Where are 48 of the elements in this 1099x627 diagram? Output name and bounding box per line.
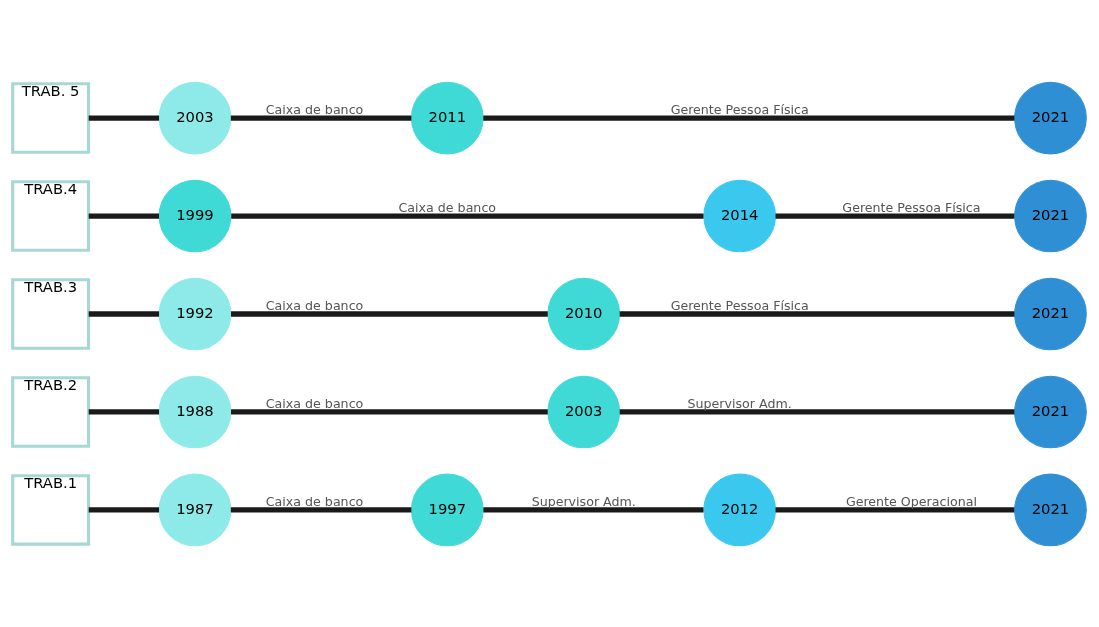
connector — [483, 114, 1015, 121]
connector — [88, 408, 160, 415]
edge-label: Gerente Pessoa Física — [670, 297, 809, 313]
edge-label: Caixa de banco — [398, 199, 497, 215]
node-circle: 2003 — [158, 81, 232, 154]
node-circle: 1997 — [410, 473, 484, 546]
node-circle: 1999 — [158, 179, 232, 252]
edge-label: Gerente Operacional — [845, 493, 977, 509]
connector — [88, 310, 160, 317]
node-circle: 2021 — [1014, 81, 1087, 154]
connector — [88, 114, 160, 121]
connector — [88, 212, 160, 219]
node-box: TRAB.2 — [11, 375, 91, 448]
edge-label: Caixa de banco — [265, 101, 364, 117]
node-box: TRAB.4 — [11, 179, 91, 252]
edge-label: Caixa de banco — [265, 395, 364, 411]
edge-label: Gerente Pessoa Física — [670, 101, 809, 117]
node-box: TRAB. 5 — [11, 81, 91, 154]
node-circle: 2012 — [703, 473, 776, 546]
node-circle: 2014 — [703, 179, 776, 252]
node-circle: 2021 — [1014, 179, 1087, 252]
connector — [619, 310, 1015, 317]
node-box: TRAB.1 — [11, 473, 91, 546]
node-circle: 2003 — [547, 375, 621, 448]
edge-label: Caixa de banco — [265, 297, 364, 313]
node-circle: 2021 — [1014, 277, 1087, 350]
node-circle: 1987 — [158, 473, 232, 546]
node-circle: 1988 — [158, 375, 232, 448]
node-circle: 2021 — [1014, 375, 1087, 448]
connector — [775, 506, 1015, 513]
node-circle: 2021 — [1014, 473, 1087, 546]
edge-label: Supervisor Adm. — [531, 493, 636, 509]
connector — [88, 506, 160, 513]
connector — [231, 408, 548, 415]
connector — [230, 114, 412, 121]
connector — [775, 212, 1015, 219]
connector — [619, 408, 1015, 415]
node-circle: 1992 — [158, 277, 232, 350]
node-circle: 2010 — [547, 277, 621, 350]
connector — [231, 310, 548, 317]
node-box: TRAB.3 — [11, 277, 91, 350]
connector — [231, 212, 704, 219]
connector — [230, 506, 412, 513]
node-circle: 2011 — [410, 81, 484, 154]
connector — [483, 506, 704, 513]
edge-label: Supervisor Adm. — [687, 395, 792, 411]
edge-label: Caixa de banco — [265, 493, 364, 509]
edge-label: Gerente Pessoa Física — [842, 199, 981, 215]
